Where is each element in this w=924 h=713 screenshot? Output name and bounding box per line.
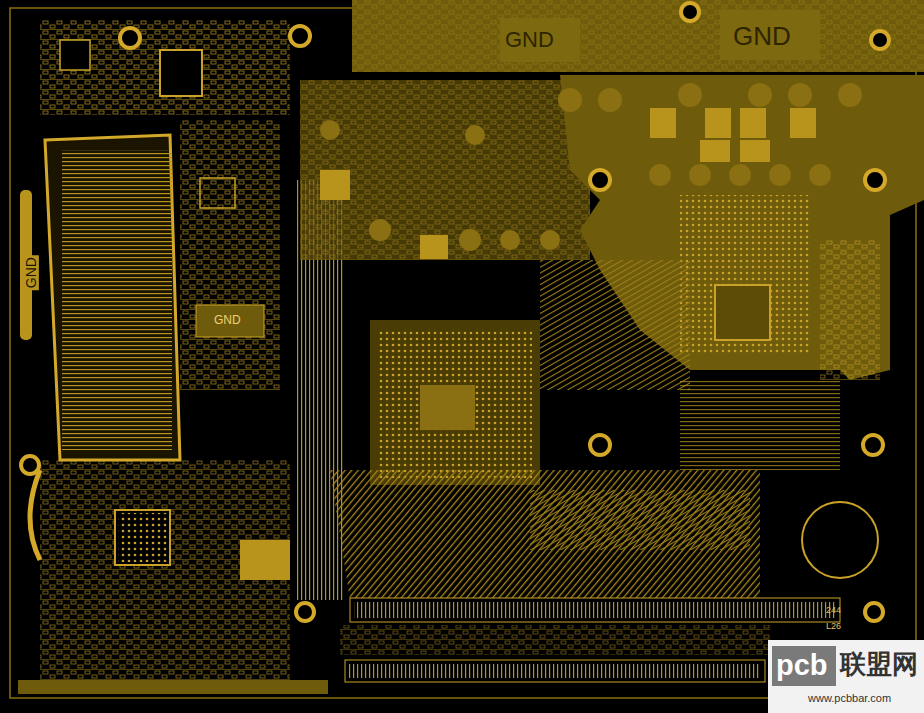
copper-label: GND [214, 314, 241, 327]
copper-label: GND [24, 255, 39, 290]
watermark: pcb [776, 650, 828, 682]
designator: L26 [826, 622, 841, 632]
copper-label: GND [733, 22, 791, 51]
watermark: www.pcbbar.com [808, 692, 891, 704]
watermark: 联盟网 [840, 650, 918, 679]
copper-label: GND [505, 28, 554, 52]
designator: 244 [826, 606, 841, 616]
